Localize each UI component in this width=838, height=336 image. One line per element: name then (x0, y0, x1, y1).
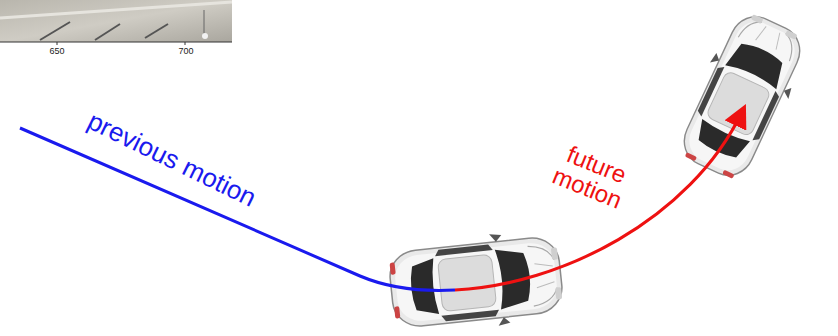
motion-label: future motion (536, 134, 648, 218)
future-car (669, 5, 815, 186)
previous-path (20, 128, 455, 290)
axis-tick-label: 700 (178, 47, 193, 56)
aerial-photo (0, 0, 232, 45)
current-car (387, 227, 566, 336)
future-path (455, 112, 742, 290)
motion-label: previous motion (84, 107, 261, 212)
axis-tick-label: 650 (49, 47, 64, 56)
